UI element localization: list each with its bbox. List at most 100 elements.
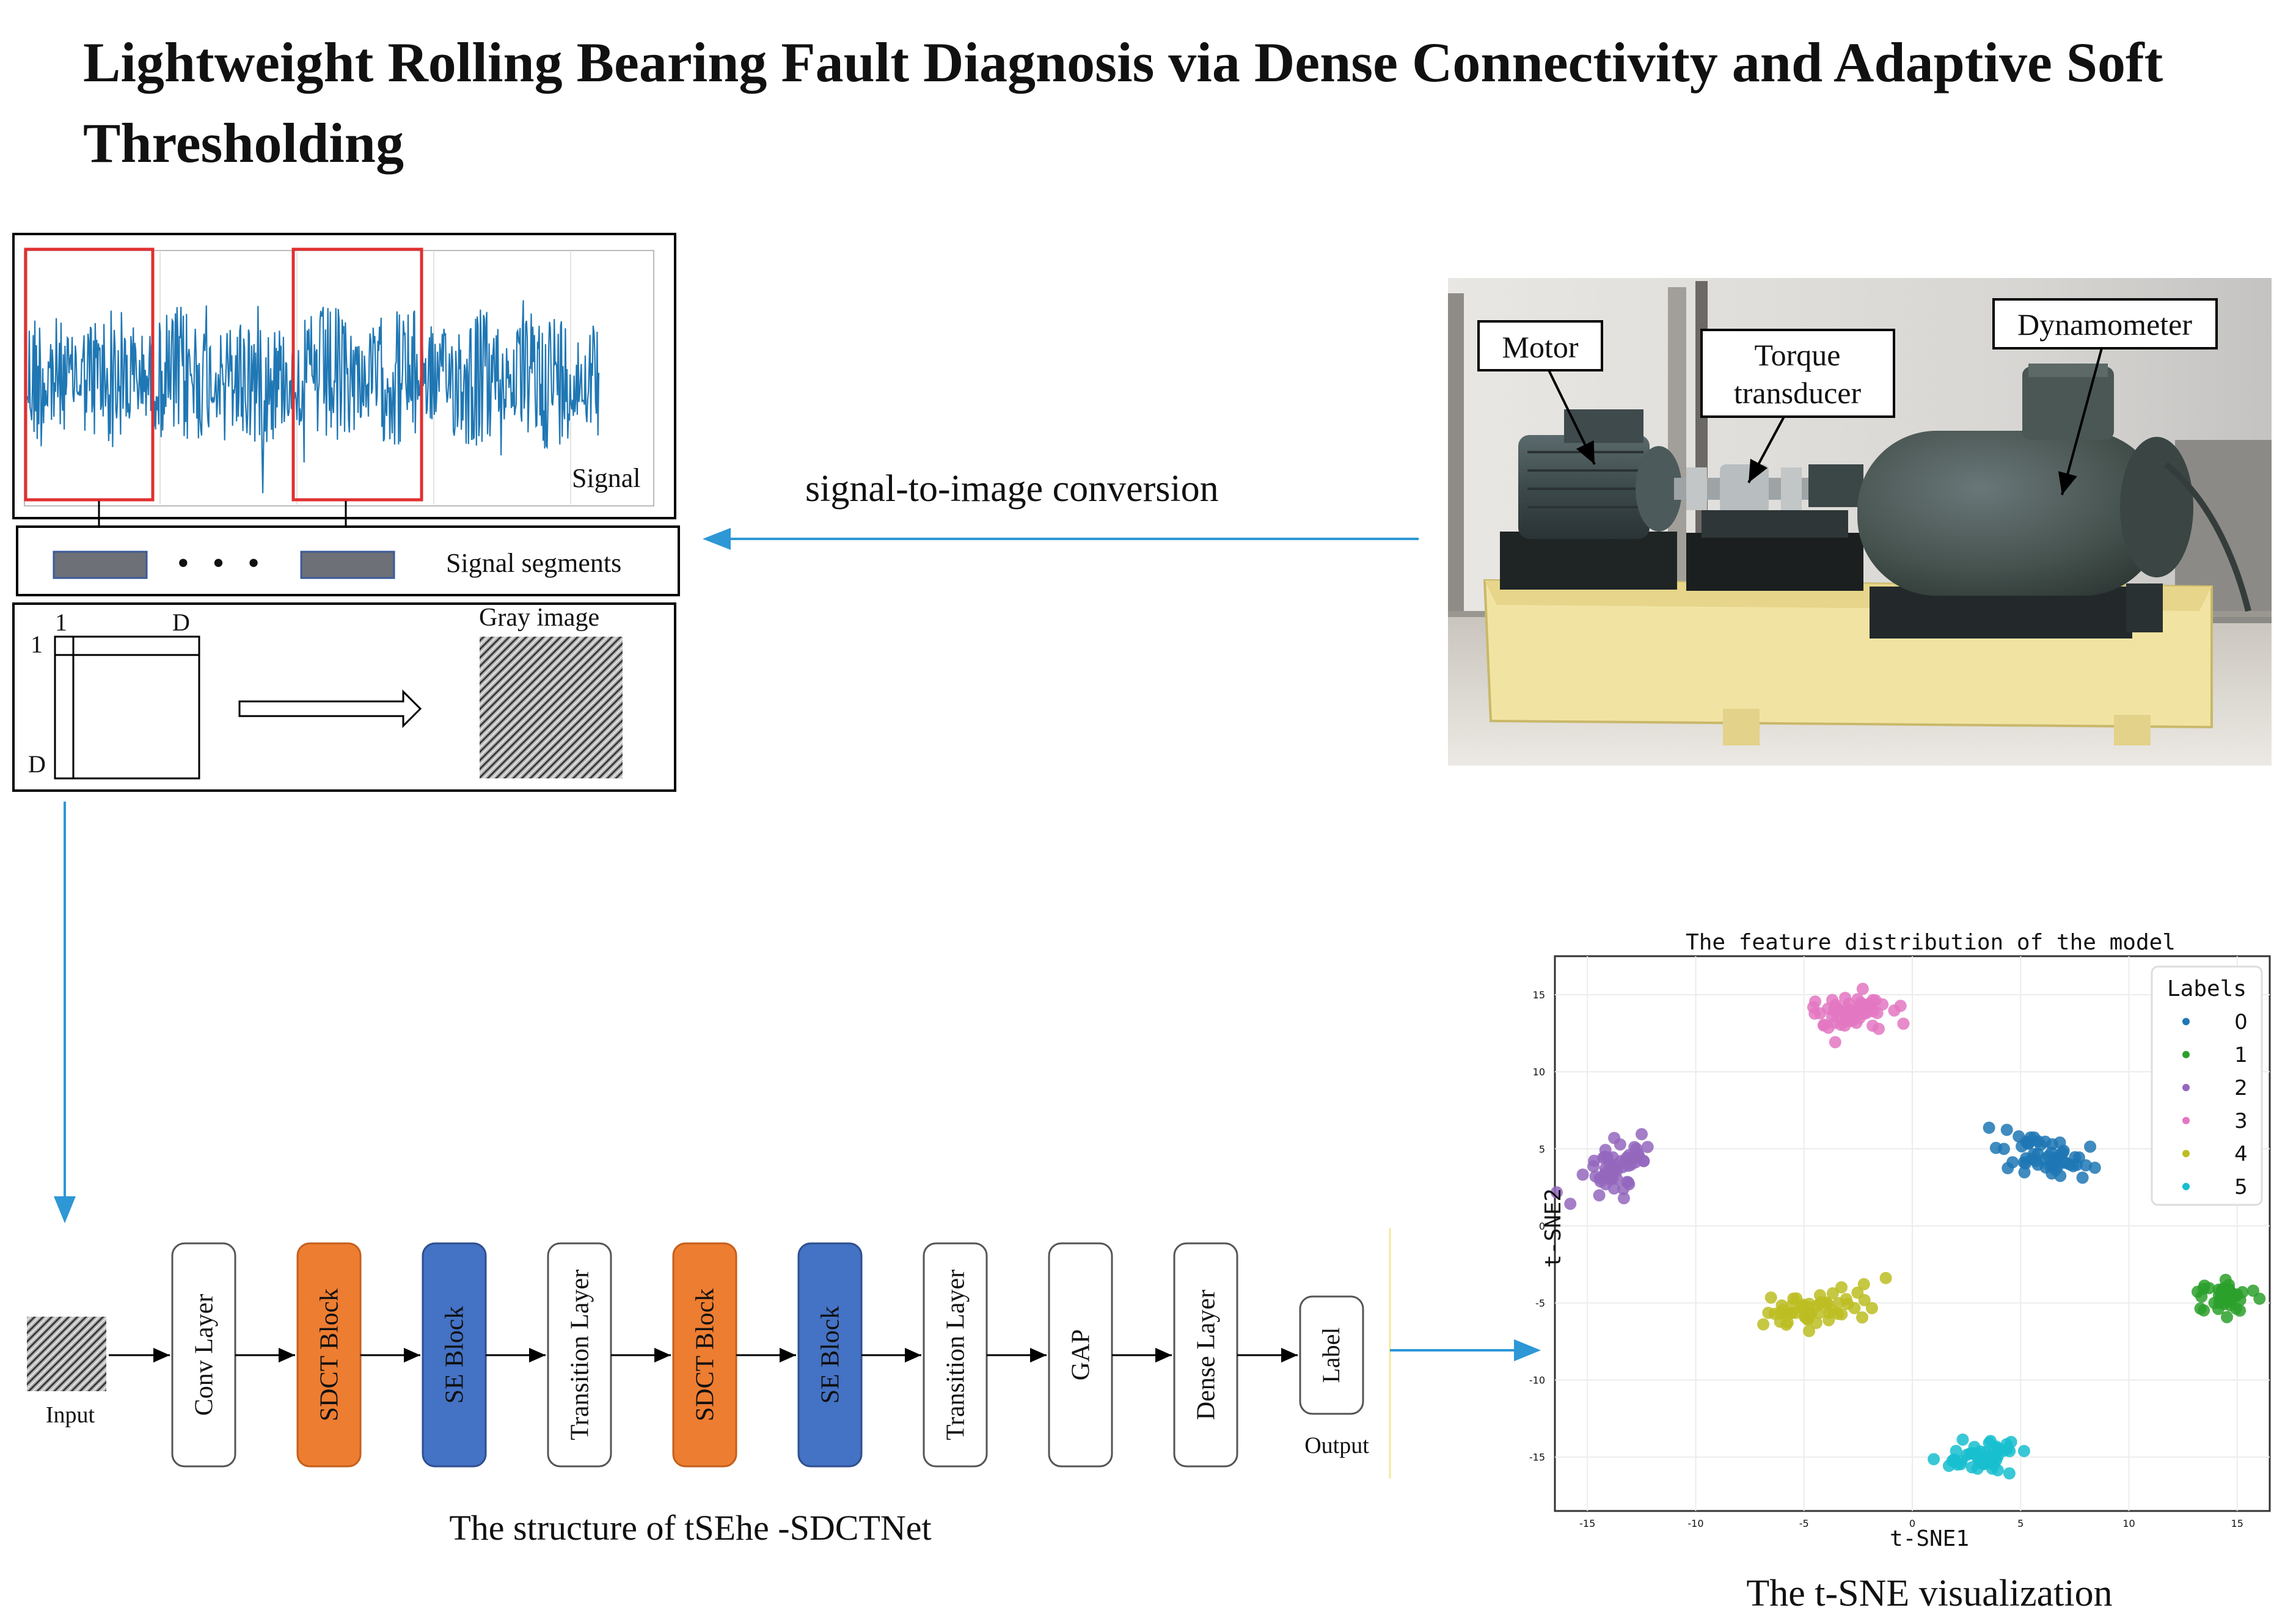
- scatter-point-3: [1814, 1007, 1826, 1020]
- scatter-point-4: [1776, 1304, 1789, 1316]
- scatter-point-4: [1762, 1306, 1775, 1319]
- scatter-point-4: [1857, 1278, 1870, 1290]
- x-tick-label: -15: [1579, 1518, 1595, 1529]
- scatter-point-4: [1780, 1319, 1793, 1331]
- segment-window-1: [24, 247, 155, 502]
- legend-label-1: 1: [2234, 1043, 2248, 1067]
- scatter-point-4: [1764, 1291, 1777, 1304]
- down-flow-arrow: [54, 802, 76, 1223]
- conversion-hollow-arrow: [238, 689, 422, 728]
- y-tick-label: -15: [1529, 1452, 1545, 1463]
- series-3: [1807, 982, 1910, 1048]
- scatter-point-2: [1636, 1128, 1648, 1141]
- torque-callout: [1700, 329, 1895, 418]
- dynamometer-callout: [1992, 298, 2218, 349]
- scatter-point-2: [1641, 1141, 1654, 1154]
- x-tick-label: -10: [1687, 1518, 1703, 1529]
- series-4: [1757, 1271, 1892, 1337]
- matrix-col-start: 1: [55, 609, 67, 636]
- scatter-point-1: [2198, 1304, 2210, 1317]
- scatter-point-3: [1897, 1017, 1910, 1030]
- scatter-point-2: [1593, 1189, 1606, 1202]
- scatter-point-1: [2225, 1286, 2237, 1298]
- layer-label-transition-layer-4: Transition Layer: [566, 1270, 594, 1441]
- legend-marker-5: [2182, 1183, 2190, 1190]
- scatter-point-5: [1983, 1436, 1995, 1449]
- scatter-point-1: [2195, 1290, 2208, 1303]
- scatter-point-5: [1928, 1453, 1940, 1466]
- scatter-point-0: [2072, 1151, 2085, 1164]
- matrix-row-start: 1: [31, 631, 43, 658]
- scatter-point-2: [1637, 1155, 1650, 1168]
- scatter-point-3: [1894, 1000, 1907, 1012]
- legend-marker-0: [2182, 1018, 2190, 1025]
- scatter-point-3: [1809, 995, 1822, 1008]
- scatter-point-0: [2064, 1158, 2076, 1171]
- matrix-col-end: D: [172, 609, 190, 636]
- scatter-point-4: [1790, 1292, 1803, 1305]
- scatter-point-3: [1826, 993, 1838, 1006]
- test-rig-photo: Motor Torque transducer Dynamometer: [1448, 278, 2272, 766]
- legend-marker-3: [2182, 1117, 2190, 1124]
- legend-label-3: 3: [2234, 1109, 2248, 1133]
- dynamometer-label: Dynamometer: [2017, 307, 2192, 342]
- matrix-row-end: D: [28, 750, 46, 778]
- scatter-point-1: [2221, 1311, 2233, 1323]
- scatter-point-2: [1596, 1152, 1609, 1165]
- scatter-point-1: [2198, 1279, 2211, 1292]
- signal-matrix: [54, 635, 200, 780]
- scatter-point-5: [1989, 1450, 2002, 1463]
- y-tick-label: 5: [1539, 1143, 1545, 1155]
- scatter-point-2: [1607, 1163, 1620, 1176]
- scatter-point-0: [2039, 1135, 2052, 1148]
- scatter-point-2: [1551, 1186, 1563, 1199]
- motor-callout: [1477, 320, 1603, 371]
- legend-title: Labels: [2167, 976, 2247, 1001]
- scatter-point-4: [1835, 1281, 1848, 1293]
- scatter-point-0: [2045, 1146, 2058, 1159]
- y-tick-label: -5: [1535, 1298, 1545, 1309]
- signal-segments-label: Signal segments: [446, 548, 621, 578]
- tsne-scatter-chart: The feature distribution of the model -1…: [1529, 930, 2271, 1614]
- scatter-point-5: [1986, 1462, 1998, 1475]
- scatter-point-5: [2003, 1445, 2016, 1457]
- tsne-xlabel: t-SNE1: [1890, 1526, 1969, 1551]
- scatter-point-3: [1857, 998, 1870, 1011]
- scatter-point-0: [2031, 1147, 2044, 1160]
- scatter-point-0: [1989, 1141, 2002, 1154]
- scatter-point-0: [2088, 1161, 2101, 1174]
- scatter-point-2: [1610, 1172, 1623, 1185]
- legend-label-2: 2: [2234, 1076, 2248, 1100]
- scatter-point-3: [1829, 1036, 1841, 1048]
- scatter-point-3: [1838, 1019, 1851, 1032]
- legend-label-4: 4: [2234, 1142, 2248, 1166]
- conversion-flow: signal-to-image conversion: [703, 468, 1419, 550]
- series-2: [1551, 1128, 1654, 1210]
- scatter-point-4: [1826, 1287, 1839, 1300]
- series-1: [2192, 1273, 2266, 1323]
- scatter-point-1: [2247, 1284, 2259, 1297]
- scatter-point-0: [2031, 1158, 2044, 1171]
- y-tick-label: 15: [1533, 989, 1545, 1001]
- gray-image: [480, 637, 623, 778]
- vibration-signal-waveform: [26, 300, 600, 494]
- torque-label-line2: transducer: [1734, 376, 1862, 410]
- series-5: [1928, 1433, 2030, 1480]
- scatter-point-4: [1803, 1325, 1815, 1337]
- network-input-image: [27, 1317, 106, 1391]
- x-tick-label: 0: [1909, 1518, 1915, 1529]
- signal-label: Signal: [572, 463, 640, 493]
- network-caption: The structure of tSEhe -SDCTNet: [449, 1508, 931, 1548]
- legend-marker-2: [2182, 1084, 2190, 1091]
- layer-label-se-block-6: SE Block: [817, 1306, 845, 1404]
- scatter-point-4: [1879, 1271, 1892, 1284]
- layer-label-transition-layer-7: Transition Layer: [942, 1270, 970, 1441]
- tsne-ylabel: t-SNE2: [1541, 1188, 1566, 1268]
- y-tick-label: -10: [1529, 1375, 1545, 1386]
- scatter-point-5: [1972, 1450, 1984, 1463]
- series-0: [1983, 1121, 2101, 1184]
- scatter-point-4: [1757, 1318, 1770, 1331]
- network-input-label: Input: [46, 1402, 95, 1428]
- scatter-point-0: [2018, 1166, 2031, 1179]
